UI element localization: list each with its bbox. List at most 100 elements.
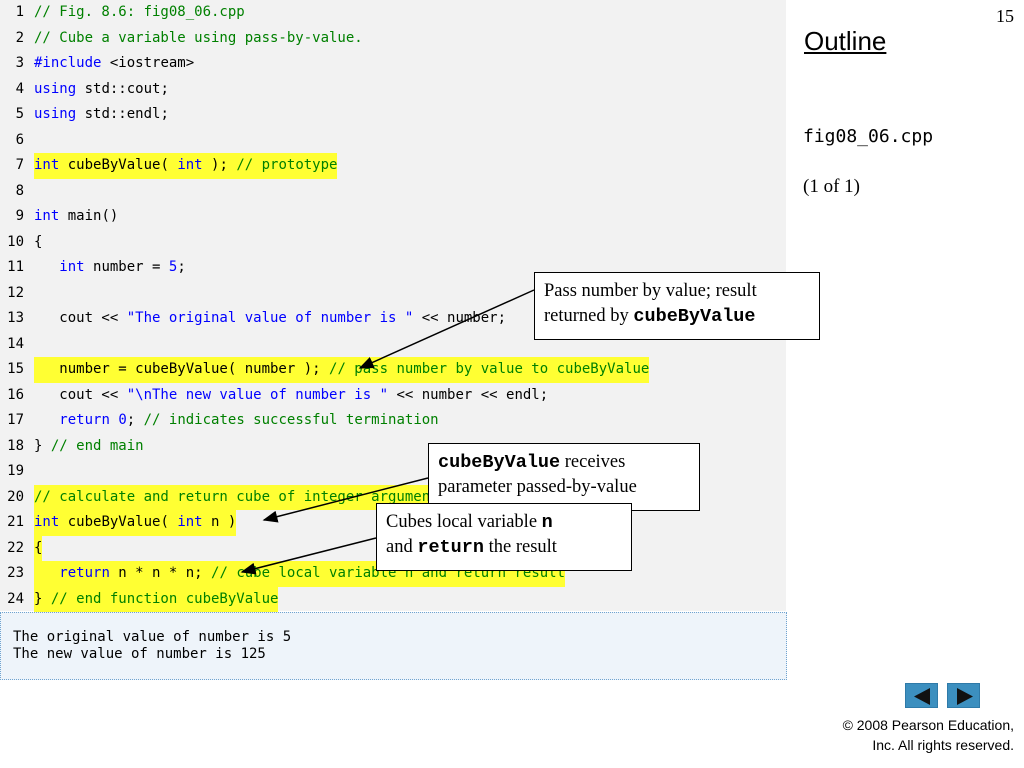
copyright-line-2: Inc. All rights reserved. (872, 737, 1014, 753)
code-text: // Fig. 8.6: fig08_06.cpp (34, 0, 245, 26)
page-indicator: (1 of 1) (803, 176, 860, 197)
line-number: 24 (7, 590, 24, 607)
code-token: using (34, 80, 77, 97)
code-token: int (34, 514, 60, 530)
code-text: { (34, 535, 43, 561)
code-token: std::cout; (76, 80, 169, 97)
code-text: using std::cout; (34, 77, 169, 103)
code-text: } // end function cubeByValue (34, 586, 279, 612)
code-line: 1 // Fig. 8.6: fig08_06.cpp (0, 0, 786, 26)
code-text: using std::endl; (34, 102, 169, 128)
callout-text: returned by (544, 306, 634, 326)
code-line: 19 (0, 459, 786, 485)
line-number: 14 (7, 335, 24, 352)
code-line: 18} // end main (0, 434, 786, 460)
output-line-1: The original value of number is 5 (13, 629, 292, 645)
code-token: "\nThe new value of number is " (126, 386, 389, 403)
code-token: ; (177, 259, 186, 275)
line-number: 11 (7, 259, 24, 275)
outline-title[interactable]: Outline (804, 26, 887, 56)
code-line: 3 #include <iostream> (0, 51, 786, 77)
code-line: 22{ (0, 535, 786, 561)
code-token: ; (126, 412, 144, 428)
code-line: 8 (0, 179, 786, 205)
line-number: 7 (15, 157, 24, 173)
page-number: 15 (996, 6, 1014, 26)
code-line: 12 (0, 281, 786, 307)
code-token: int (34, 208, 60, 224)
code-token: int (177, 157, 203, 173)
callout-text: Pass number by value; result (544, 281, 757, 301)
code-token: cout << (34, 310, 127, 326)
code-line: 24 } // end function cubeByValue (0, 586, 786, 612)
line-number: 15 (7, 361, 24, 377)
callout-code: return (417, 537, 484, 558)
next-slide-button[interactable] (947, 683, 980, 708)
code-text: cout << "\nThe new value of number is " … (34, 383, 548, 409)
code-text: int cubeByValue( int ); // prototype (34, 153, 338, 179)
code-line: 15 number = cubeByValue( number ); // pa… (0, 357, 786, 383)
callout-text: parameter passed-by-value (438, 477, 637, 497)
line-number: 13 (7, 310, 24, 326)
code-token: cubeByValue( (59, 514, 178, 530)
code-text: return 0; // indicates successful termin… (34, 408, 439, 434)
line-number: 1 (15, 4, 24, 20)
code-token: number = (84, 259, 169, 275)
code-token: return (59, 412, 110, 428)
code-token: n ) (202, 514, 237, 530)
output-line-2: The new value of number is 125 (13, 646, 266, 662)
line-number: 21 (7, 514, 24, 530)
callout-code: cubeByValue (633, 306, 756, 327)
callout-pass-by-value: Pass number by value; result returned by… (534, 272, 820, 340)
file-name: fig08_06.cpp (803, 126, 934, 147)
callout-receives-param: cubeByValue receives parameter passed-by… (428, 443, 700, 511)
copyright-notice: © 2008 Pearson Education, Inc. All right… (754, 715, 1014, 755)
code-token: << number; (413, 310, 507, 326)
callout-text: and (386, 537, 418, 557)
line-number: 17 (7, 412, 24, 428)
code-line: 14 (0, 332, 786, 358)
line-number: 2 (15, 29, 24, 46)
code-token: // Cube a variable using pass-by-value. (34, 29, 363, 46)
code-line: 4 using std::cout; (0, 77, 786, 103)
code-line: 11 int number = 5; (0, 255, 786, 281)
code-token: // end function cubeByValue (50, 590, 279, 607)
line-number: 23 (7, 565, 24, 581)
line-number: 16 (7, 386, 24, 403)
code-token: main() (59, 208, 119, 224)
code-token: return (59, 565, 110, 581)
callout-text: the result (483, 537, 557, 557)
code-text: #include <iostream> (34, 51, 194, 77)
line-number: 18 (7, 437, 24, 454)
code-token: #include (34, 55, 102, 71)
code-token: << number << endl; (388, 386, 549, 403)
code-token: using (34, 106, 77, 122)
code-token: int (59, 259, 85, 275)
previous-slide-button[interactable] (905, 683, 938, 708)
code-text: number = cubeByValue( number ); // pass … (34, 357, 650, 383)
code-token: // prototype (236, 157, 338, 173)
code-line: 7 int cubeByValue( int ); // prototype (0, 153, 786, 179)
code-token: // Fig. 8.6: fig08_06.cpp (34, 4, 245, 20)
code-line: 16 cout << "\nThe new value of number is… (0, 383, 786, 409)
line-number: 4 (15, 80, 24, 97)
code-token: { (34, 233, 43, 250)
line-number: 10 (7, 233, 24, 250)
code-token: int (34, 157, 60, 173)
copyright-line-1: © 2008 Pearson Education, (842, 717, 1014, 733)
code-token (34, 412, 59, 428)
code-token: } (34, 437, 51, 454)
code-token: cubeByValue( (59, 157, 178, 173)
code-token: // indicates successful termination (143, 412, 439, 428)
callout-text: Cubes local variable (386, 512, 542, 532)
code-token: ); (202, 157, 237, 173)
line-number: 3 (15, 55, 24, 71)
code-token: std::endl; (76, 106, 169, 122)
code-token: cout << (34, 386, 127, 403)
code-text: { (34, 230, 42, 256)
code-token (34, 565, 59, 581)
callout-text: receives (560, 452, 626, 472)
code-text: int main() (34, 204, 118, 230)
code-text: int number = 5; (34, 255, 186, 281)
code-line: 6 (0, 128, 786, 154)
